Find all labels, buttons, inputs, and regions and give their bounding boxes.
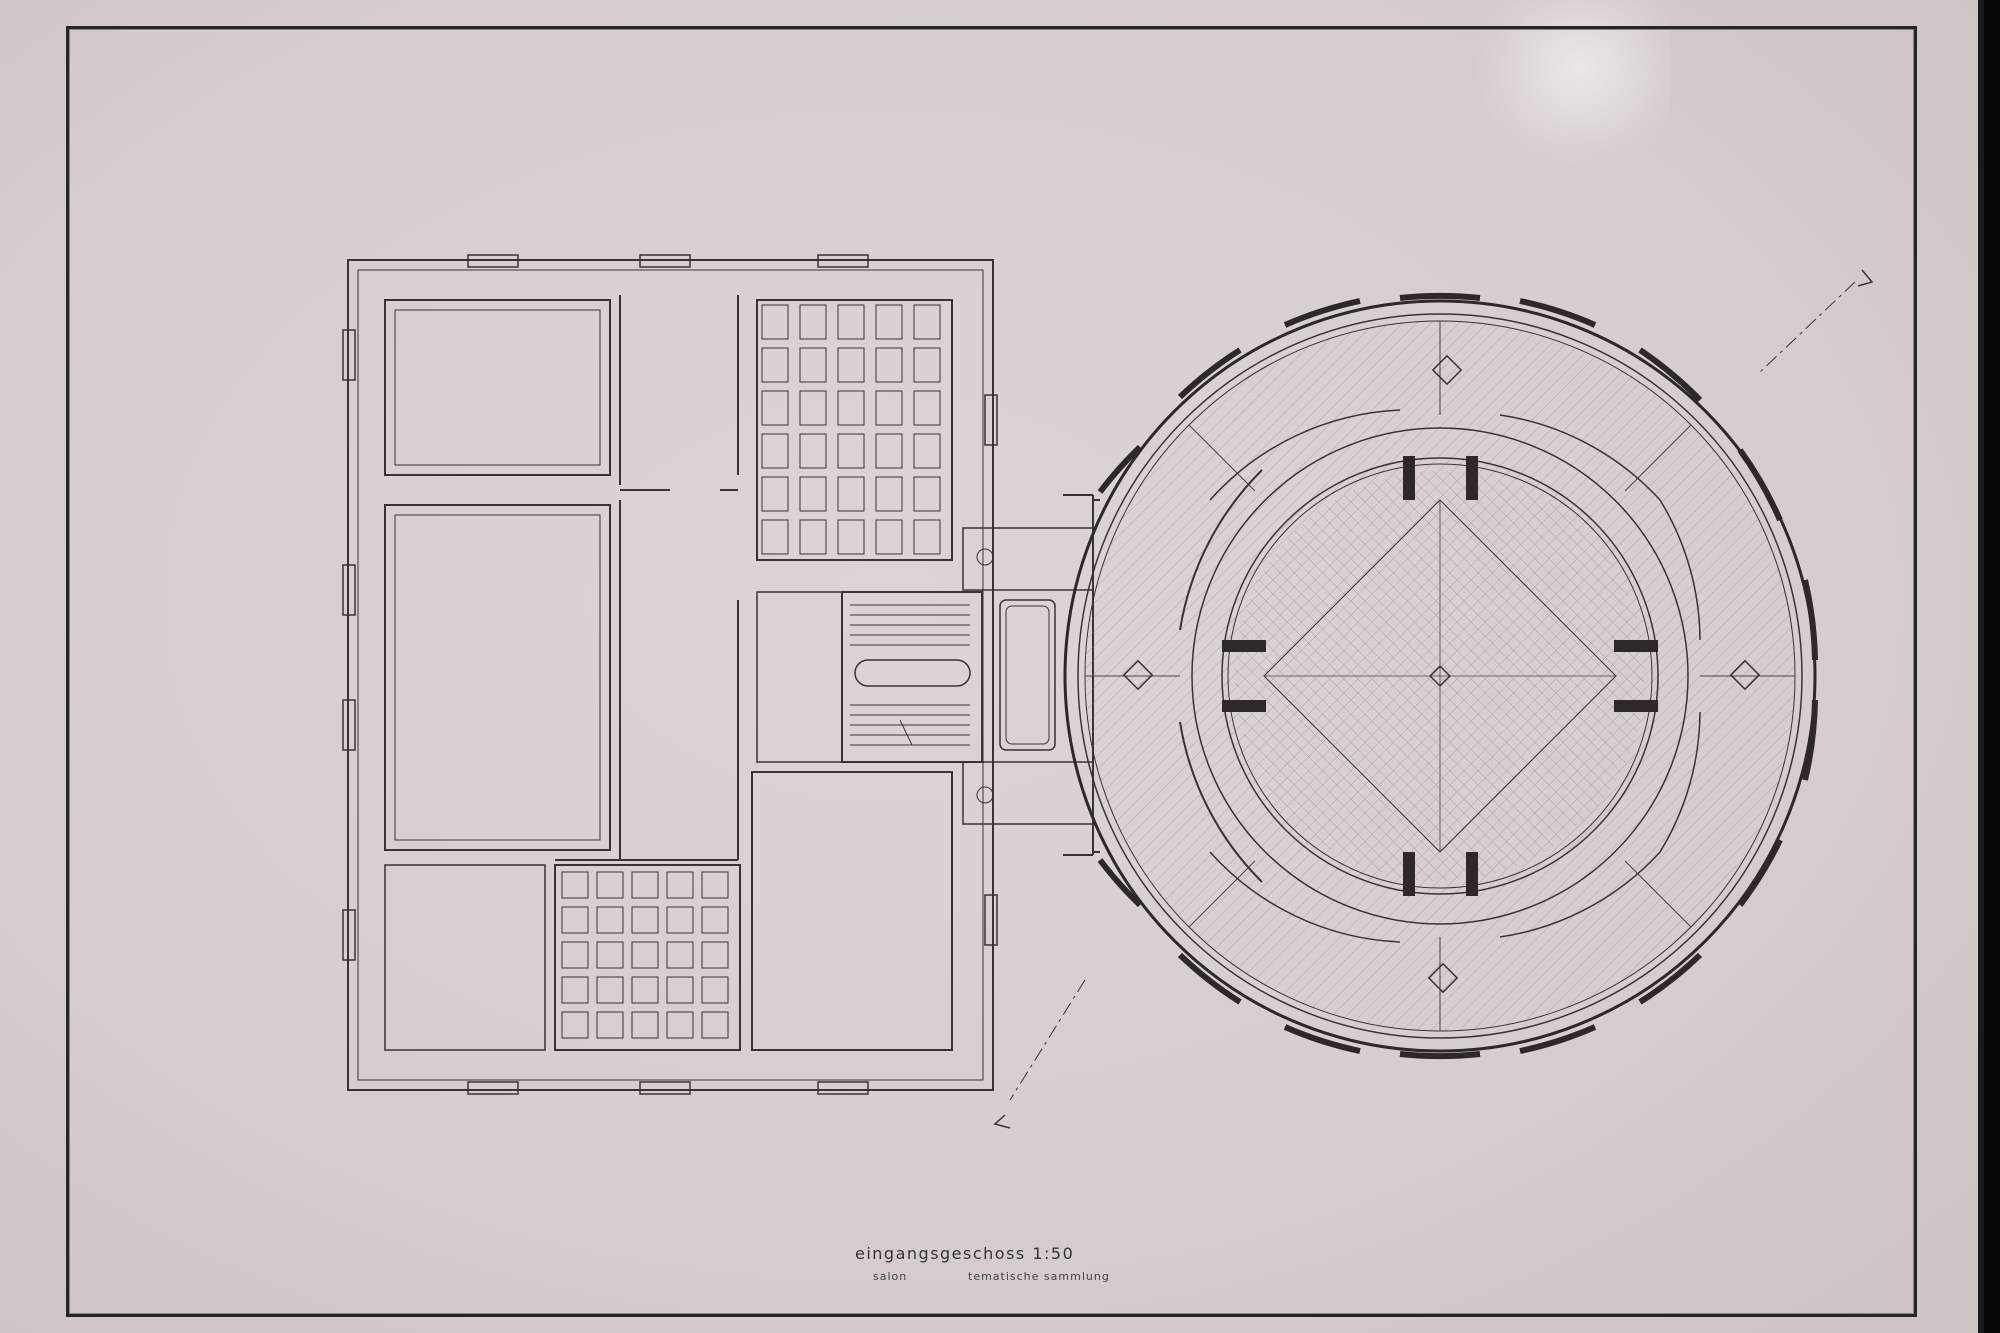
drawing-frame	[66, 26, 1917, 1317]
room-bottom-left	[384, 864, 546, 1051]
drawing-sublabel-collection: tematische sammlung	[968, 1270, 1110, 1283]
coffered-room-bottom	[554, 864, 741, 1051]
corridor-walls	[555, 295, 739, 861]
stair-hall	[756, 591, 983, 763]
salon-room-top	[384, 299, 611, 476]
coffered-room-top	[756, 299, 953, 561]
room-bottom-right	[751, 771, 953, 1051]
villa-building	[347, 259, 994, 1091]
vestibule	[962, 494, 1100, 856]
rotunda	[1063, 292, 1818, 1060]
drawing-title: eingangsgeschoss 1:50	[855, 1244, 1075, 1263]
salon-room-large	[384, 504, 611, 851]
section-arrows	[993, 269, 1874, 1129]
villa-windows	[342, 254, 998, 1095]
drawing-sublabel-salon: salon	[873, 1270, 908, 1283]
section-line	[1009, 281, 1856, 1101]
villa-outer-wall	[347, 259, 994, 1091]
